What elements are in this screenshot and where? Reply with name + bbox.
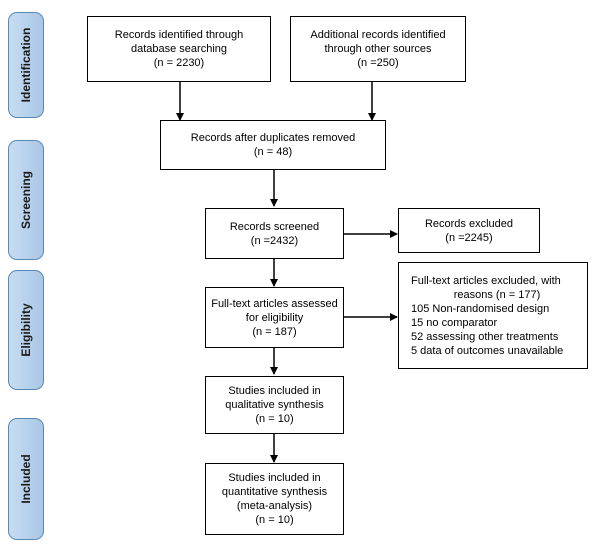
box-fulltext-line-2: for eligibility	[245, 311, 304, 324]
box-fulltext-excluded-reason-3: 52 assessing other treatments	[411, 330, 559, 343]
box-database-line-1: Records identified through	[114, 29, 244, 41]
box-fulltext-assessed: Full-text articles assessed for eligibil…	[205, 287, 344, 348]
box-other-line-2: through other sources	[324, 43, 432, 55]
box-qualitative-synthesis: Studies included in qualitative synthesi…	[205, 376, 344, 434]
box-quantitative-line-2: quantitative synthesis	[221, 486, 328, 498]
box-qualitative-line-2: qualitative synthesis	[225, 399, 324, 411]
box-other-line-1: Additional records identified	[310, 29, 446, 41]
box-quantitative-line-1: Studies included in	[228, 472, 321, 484]
box-duplicates-removed: Records after duplicates removed (n = 48…	[160, 120, 386, 170]
box-screened-line-1: Records screened	[229, 220, 320, 233]
box-fulltext-excluded-header-1: Full-text articles excluded, with	[411, 274, 561, 287]
phase-screening: Screening	[8, 140, 44, 260]
box-fulltext-excluded: Full-text articles excluded, with reason…	[398, 262, 588, 369]
box-fulltext-excluded-reason-1: 105 Non-randomised design	[411, 302, 550, 315]
box-database-line-3: (n = 2230)	[153, 57, 205, 69]
box-records-excluded: Records excluded (n =2245)	[398, 208, 540, 253]
box-qualitative-line-3: (n = 10)	[255, 413, 294, 425]
phase-eligibility: Eligibility	[8, 270, 44, 390]
box-qualitative-line-1: Studies included in	[228, 385, 321, 397]
box-excluded-line-2: (n =2245)	[445, 231, 493, 244]
box-other-line-3: (n =250)	[357, 57, 399, 69]
box-quantitative-line-3: (meta-analysis)	[236, 500, 313, 512]
box-database-line-2: database searching	[130, 43, 227, 55]
box-fulltext-line-1: Full-text articles assessed	[211, 297, 338, 310]
box-records-screened: Records screened (n =2432)	[205, 208, 344, 259]
box-fulltext-excluded-reason-4: 5 data of outcomes unavailable	[411, 344, 564, 357]
box-other-sources: Additional records identified through ot…	[290, 16, 466, 82]
box-duplicates-line-1: Records after duplicates removed	[190, 132, 356, 144]
box-screened-line-2: (n =2432)	[250, 234, 299, 247]
phase-identification: Identification	[8, 12, 44, 118]
box-duplicates-line-2: (n = 48)	[253, 146, 293, 158]
box-excluded-line-1: Records excluded	[424, 217, 514, 230]
box-fulltext-excluded-header-2: reasons (n = 177)	[453, 288, 541, 301]
box-database-records: Records identified through database sear…	[87, 16, 271, 82]
box-fulltext-line-3: (n = 187)	[252, 325, 297, 338]
box-quantitative-synthesis: Studies included in quantitative synthes…	[205, 463, 344, 535]
box-fulltext-excluded-reason-2: 15 no comparator	[411, 316, 498, 329]
phase-included: Included	[8, 418, 44, 540]
box-quantitative-line-4: (n = 10)	[255, 514, 294, 526]
